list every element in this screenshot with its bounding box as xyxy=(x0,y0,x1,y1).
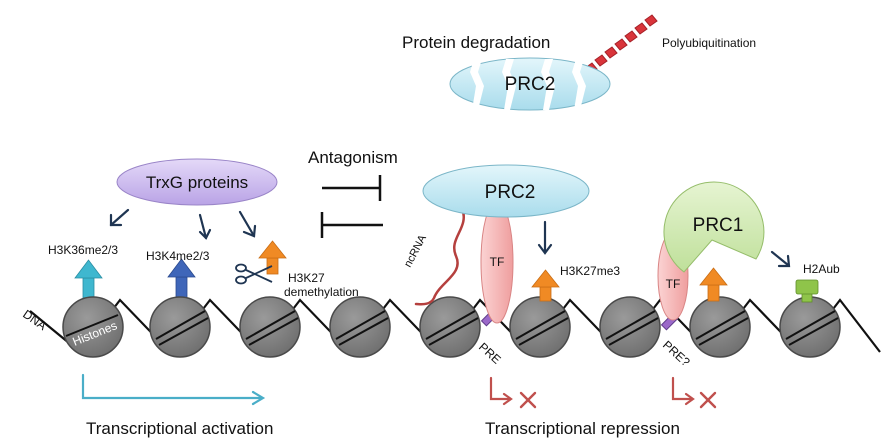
h3k4-mark-arrow xyxy=(167,258,196,300)
repression-arrow-1 xyxy=(489,376,513,406)
prc1-complex: PRC1 xyxy=(663,181,765,273)
activation-label: Transcriptional activation xyxy=(86,419,273,438)
trxg-action-arrows xyxy=(109,208,257,240)
tf-repression: TF xyxy=(480,200,514,324)
prc2-degraded-label: PRC2 xyxy=(505,74,556,95)
histone xyxy=(419,296,481,358)
pre-label: PRE xyxy=(476,340,504,367)
histone xyxy=(149,296,211,358)
prc2-degraded: PRC2 xyxy=(449,57,611,111)
histone xyxy=(62,296,124,358)
h3k27-demethylation-arrow xyxy=(258,240,287,275)
pre-question-label: PRE? xyxy=(660,338,693,370)
antagonism-inhibit-right xyxy=(322,175,382,201)
trxg-proteins: TrxG proteins xyxy=(116,158,278,206)
h3k36-mark-arrow xyxy=(74,259,103,301)
antagonism-label: Antagonism xyxy=(308,148,398,167)
h2aub-label: H2Aub xyxy=(803,262,840,276)
prc2-label: PRC2 xyxy=(485,182,536,203)
h2aub-mark xyxy=(795,279,819,303)
h3k27me3-mark-arrow xyxy=(531,269,560,302)
prc1-h3k27-mark-arrow xyxy=(699,267,728,302)
h3k4-label: H3K4me2/3 xyxy=(146,249,210,263)
demethylation-label: demethylation xyxy=(284,285,359,299)
prc1-action-arrow xyxy=(770,250,791,268)
ncrna xyxy=(414,206,465,306)
histone xyxy=(239,296,301,358)
histone xyxy=(329,296,391,358)
histone xyxy=(509,296,571,358)
histone-row xyxy=(62,296,841,358)
ncrna-label: ncRNA xyxy=(402,232,429,269)
h3k36-label: H3K36me2/3 xyxy=(48,243,118,257)
protein-degradation-label: Protein degradation xyxy=(402,33,550,52)
h3k27-label: H3K27 xyxy=(288,271,325,285)
prc2-complex: PRC2 xyxy=(422,164,590,218)
blocked-cross-icon xyxy=(519,391,537,409)
repression-label: Transcriptional repression xyxy=(485,419,680,438)
histone xyxy=(779,296,841,358)
dna-label: DNA xyxy=(20,307,49,333)
prc1-label: PRC1 xyxy=(693,215,744,236)
activation-arrow xyxy=(81,373,266,406)
trxg-label: TrxG proteins xyxy=(146,173,248,192)
antagonism-inhibit-left xyxy=(320,212,383,238)
h3k27me3-label: H3K27me3 xyxy=(560,264,620,278)
tf-second-label: TF xyxy=(666,277,681,291)
histone xyxy=(599,296,661,358)
tf-label: TF xyxy=(490,255,505,269)
scissors-icon xyxy=(235,263,273,285)
repression-arrow-2 xyxy=(671,376,695,406)
histone xyxy=(689,296,751,358)
polyubiquitination-label: Polyubiquitination xyxy=(662,36,756,50)
blocked-cross-icon xyxy=(699,391,717,409)
prc2-action-arrow xyxy=(537,220,553,255)
